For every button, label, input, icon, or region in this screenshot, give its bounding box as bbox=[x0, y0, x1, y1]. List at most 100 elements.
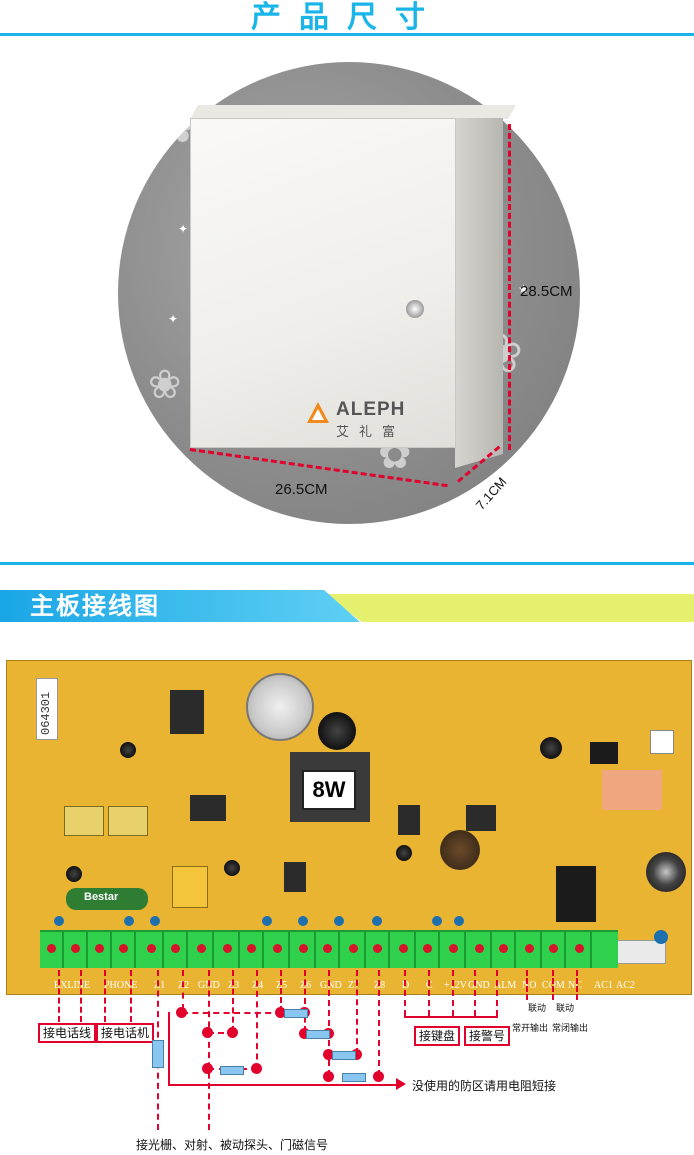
divider-middle bbox=[0, 562, 694, 565]
divider-top bbox=[0, 33, 694, 36]
enclosure-front bbox=[190, 118, 456, 448]
no-output-label: 常开输出 bbox=[512, 1024, 549, 1034]
terminal[interactable] bbox=[568, 932, 592, 968]
terminal[interactable] bbox=[140, 932, 164, 968]
backup-battery: Bestar bbox=[66, 888, 148, 910]
zone-lead bbox=[304, 970, 306, 1032]
terminal[interactable] bbox=[216, 932, 240, 968]
keyboard-lead bbox=[428, 970, 430, 1016]
terminal[interactable] bbox=[64, 932, 88, 968]
ic-chip bbox=[398, 805, 420, 835]
terminal-block bbox=[40, 930, 618, 968]
arrow-right-icon bbox=[396, 1078, 406, 1090]
transformer bbox=[64, 806, 104, 836]
phone-lead bbox=[104, 970, 106, 1022]
ceramic-capacitor bbox=[372, 916, 382, 926]
bus-line bbox=[208, 1032, 234, 1034]
terminal-label: ALM bbox=[494, 980, 517, 991]
lock-icon bbox=[406, 300, 424, 318]
brand-logo: ALEPH 艾礼富 bbox=[306, 399, 426, 440]
terminal[interactable] bbox=[442, 932, 466, 968]
aleph-logo-icon bbox=[307, 402, 329, 423]
terminal[interactable] bbox=[342, 932, 366, 968]
terminal[interactable] bbox=[366, 932, 390, 968]
terminal[interactable] bbox=[164, 932, 188, 968]
terminal[interactable] bbox=[88, 932, 112, 968]
buzzer bbox=[318, 712, 356, 750]
flower-decoration: ❀ bbox=[148, 362, 182, 408]
ic-chip bbox=[190, 795, 226, 821]
callout-bracket bbox=[168, 1012, 170, 1084]
resistor-icon bbox=[342, 1073, 366, 1082]
sensor-module bbox=[440, 830, 480, 870]
enclosure-top bbox=[190, 105, 517, 119]
resistor-icon bbox=[220, 1066, 244, 1075]
terminal-label: +12V bbox=[444, 980, 467, 991]
exline-label: 接电话线 bbox=[38, 1023, 97, 1043]
terminal-label: NC bbox=[568, 980, 582, 991]
terminal[interactable] bbox=[542, 932, 566, 968]
terminal[interactable] bbox=[316, 932, 340, 968]
zone-lead bbox=[378, 970, 380, 1076]
board-model-label: 8W bbox=[302, 770, 356, 810]
ic-chip bbox=[466, 805, 496, 831]
terminal[interactable] bbox=[112, 932, 136, 968]
zone-lead bbox=[256, 970, 258, 1070]
terminal[interactable] bbox=[468, 932, 492, 968]
terminal[interactable] bbox=[266, 932, 290, 968]
zone-lead bbox=[208, 970, 210, 1130]
junction-dot bbox=[299, 1028, 310, 1039]
terminal-label: GND bbox=[468, 980, 490, 991]
flower-decoration: ✿ bbox=[158, 102, 195, 153]
ceramic-capacitor bbox=[334, 916, 344, 926]
resistor-icon bbox=[332, 1051, 356, 1060]
terminal[interactable] bbox=[492, 932, 516, 968]
terminal[interactable] bbox=[40, 932, 64, 968]
terminal-label: AC1 bbox=[594, 980, 613, 991]
banner-background bbox=[0, 590, 360, 622]
terminal-label: Z7 bbox=[348, 980, 360, 991]
bus-line bbox=[182, 1012, 292, 1014]
capacitor bbox=[396, 845, 412, 861]
section-title-wiring: 主板接线图 bbox=[30, 592, 160, 620]
transformer bbox=[108, 806, 148, 836]
exline-lead bbox=[58, 970, 60, 1022]
junction-dot bbox=[275, 1007, 286, 1018]
relay bbox=[556, 866, 596, 922]
brand-name-cn: 艾礼富 bbox=[336, 425, 406, 440]
capacitor bbox=[224, 860, 240, 876]
connector bbox=[650, 730, 674, 754]
terminal[interactable] bbox=[416, 932, 440, 968]
nc-output-label: 常闭输出 bbox=[552, 1024, 589, 1034]
ceramic-capacitor bbox=[298, 916, 308, 926]
terminal[interactable] bbox=[190, 932, 214, 968]
unused-zone-note: 没使用的防区请用电阻短接 bbox=[412, 1079, 557, 1093]
ceramic-capacitor bbox=[432, 916, 442, 926]
junction-dot bbox=[373, 1071, 384, 1082]
resistor-icon bbox=[152, 1040, 164, 1068]
alarm-lead bbox=[496, 970, 498, 1016]
ic-chip bbox=[170, 690, 204, 734]
section-banner: 主板接线图 bbox=[0, 590, 694, 622]
zone-lead bbox=[232, 970, 234, 1032]
battery-label: Bestar bbox=[84, 891, 119, 903]
terminal[interactable] bbox=[292, 932, 316, 968]
terminal[interactable] bbox=[240, 932, 264, 968]
alarm-bracket bbox=[474, 1016, 498, 1018]
phone-lead bbox=[130, 970, 132, 1022]
section-title-product-size: 产品尺寸 bbox=[251, 0, 443, 35]
relay-small bbox=[172, 866, 208, 908]
terminal[interactable] bbox=[518, 932, 542, 968]
junction-dot bbox=[323, 1071, 334, 1082]
terminal[interactable] bbox=[392, 932, 416, 968]
ceramic-capacitor bbox=[454, 916, 464, 926]
linkage-lead bbox=[552, 970, 554, 1000]
linkage-label: 联动 bbox=[528, 1004, 547, 1014]
terminal-label: AC2 bbox=[616, 980, 635, 991]
junction-dot bbox=[351, 1049, 362, 1060]
capacitor bbox=[66, 866, 82, 882]
star-decoration: ✦ bbox=[168, 312, 179, 326]
diode-block bbox=[590, 742, 618, 764]
keyboard-label: 接键盘 bbox=[414, 1026, 461, 1046]
junction-dot bbox=[251, 1063, 262, 1074]
